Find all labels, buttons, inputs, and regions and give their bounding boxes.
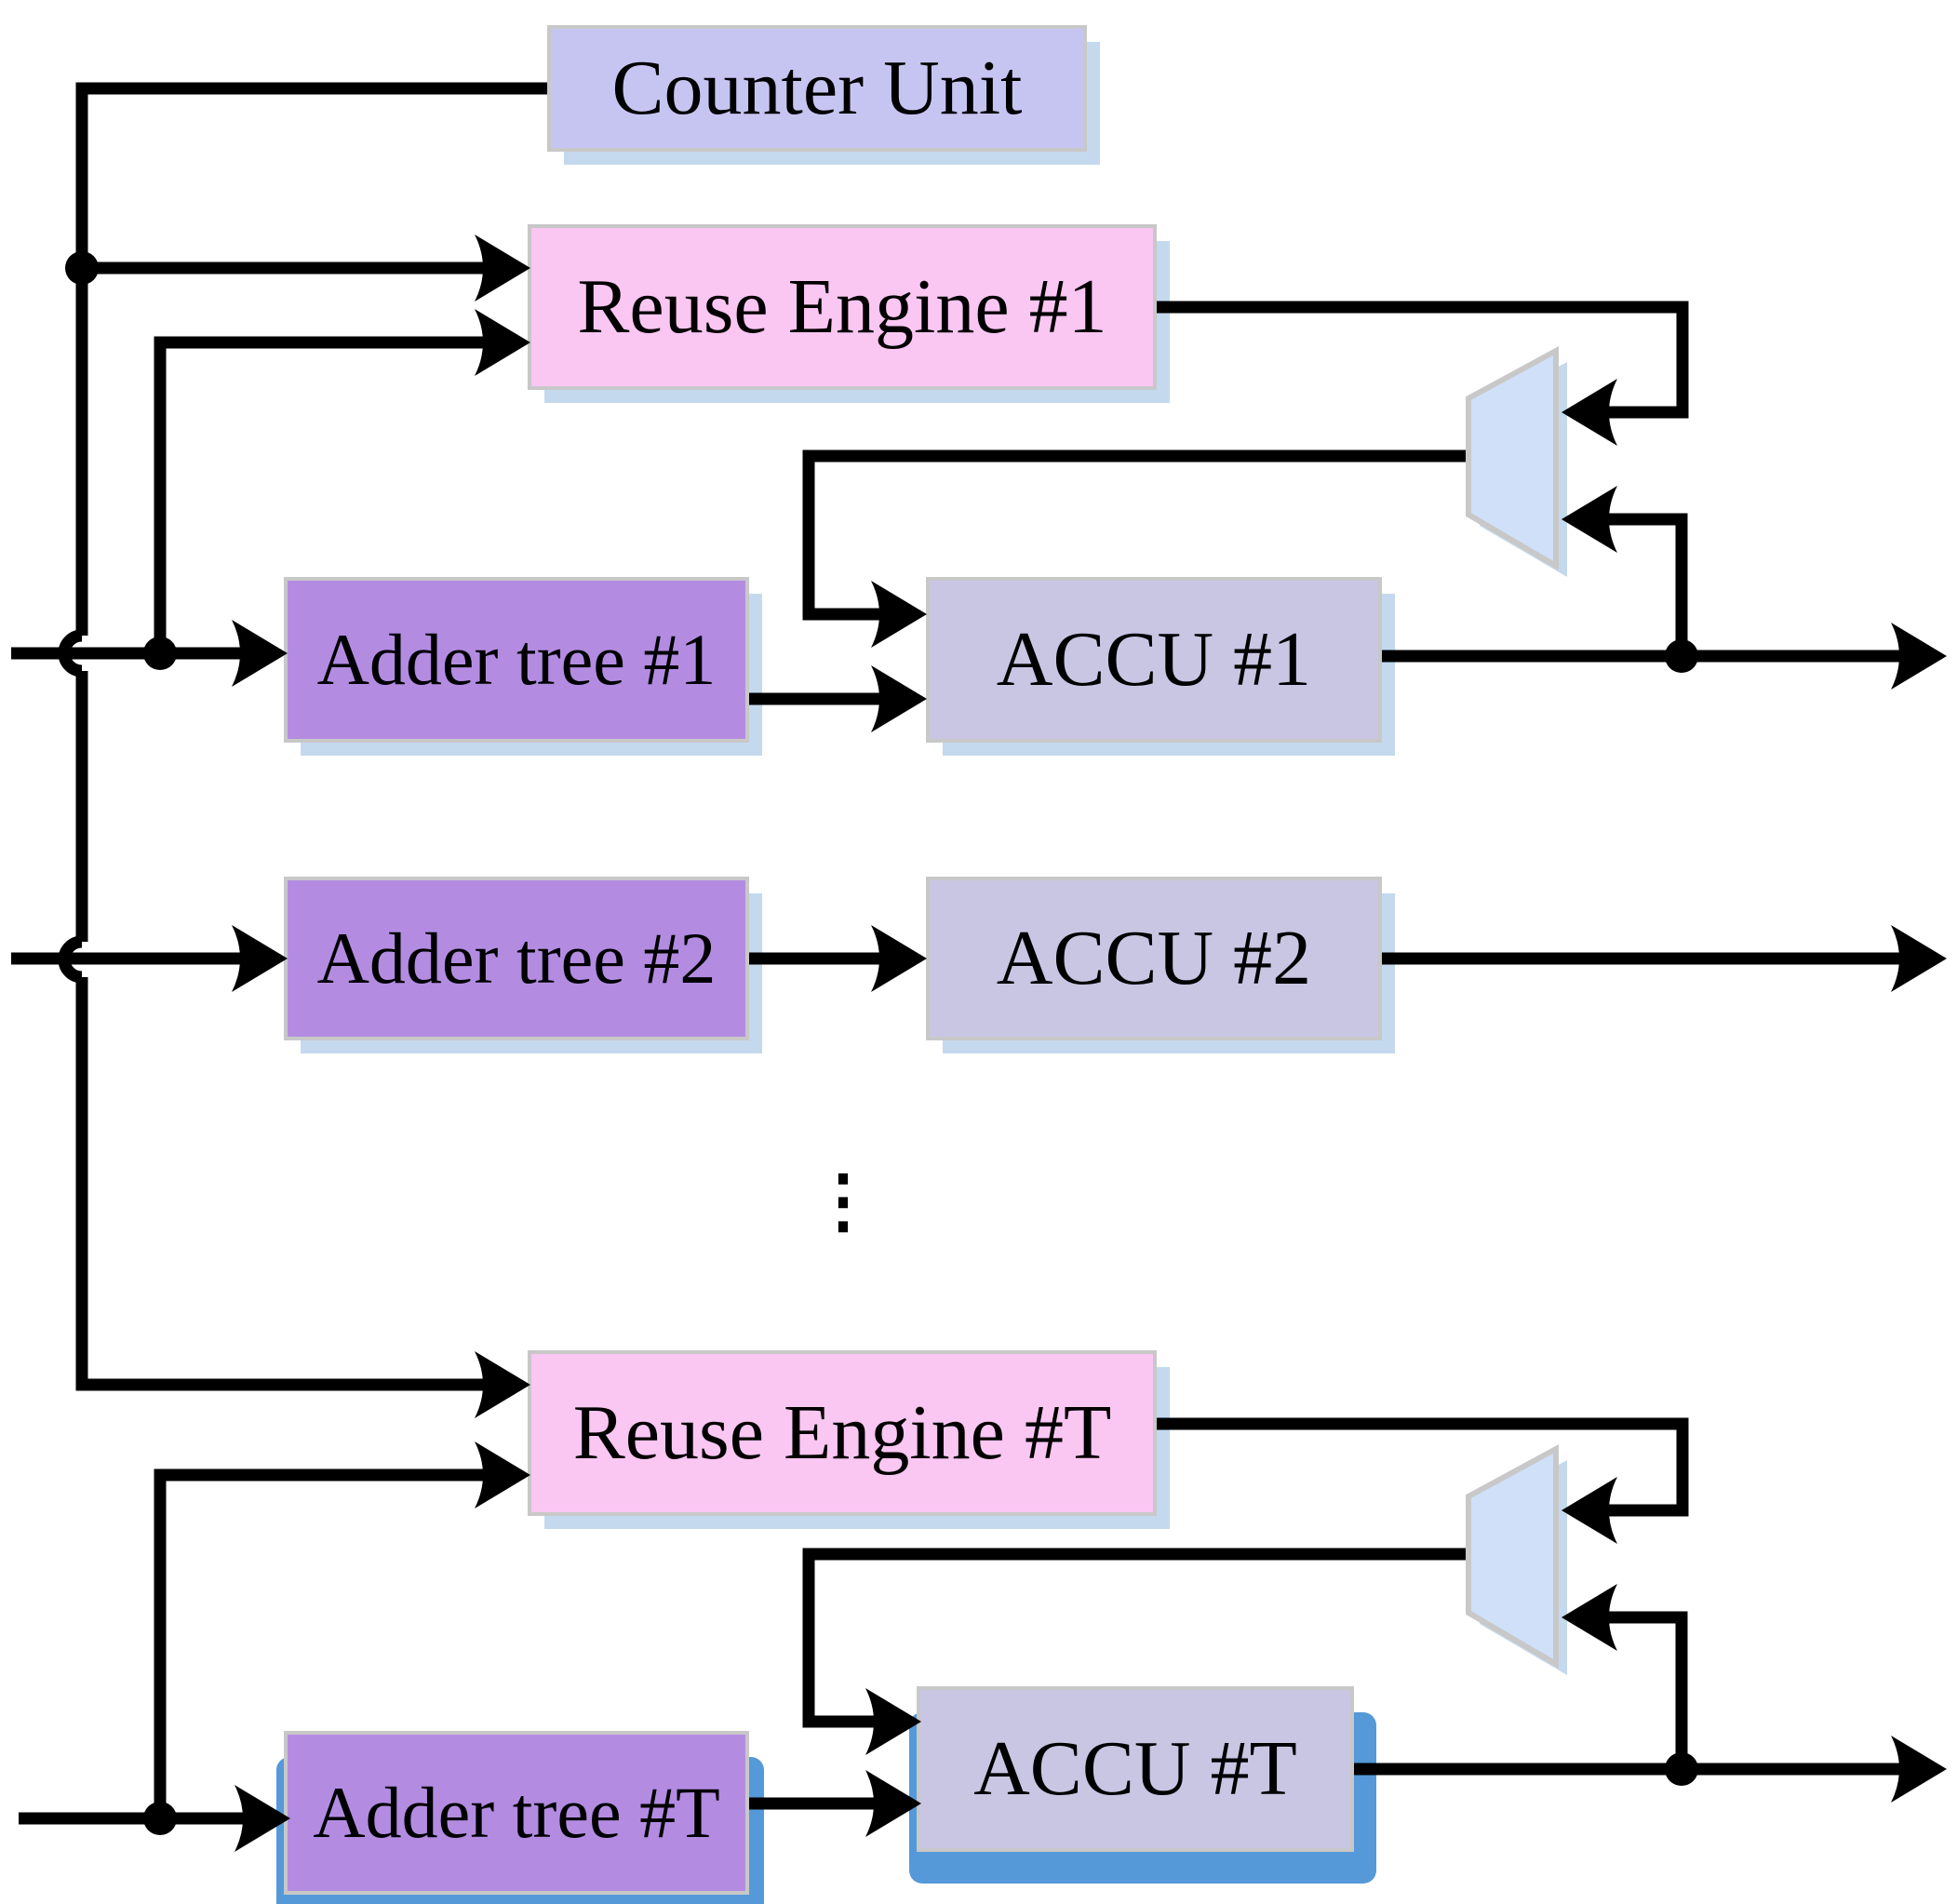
reuse-engine-t-box: Reuse Engine #T [528, 1350, 1157, 1516]
arrowhead-reuse1-lower [475, 309, 530, 376]
wire-reuset-to-muxt [1157, 1417, 1689, 1517]
reuse-engine-1-box: Reuse Engine #1 [528, 224, 1157, 390]
arrowhead-output-1 [1891, 623, 1947, 690]
arrowhead-accu1-main-input [871, 665, 927, 732]
wire-reuse1-to-mux1 [1157, 301, 1689, 419]
reuse-engine-1-label: Reuse Engine #1 [577, 263, 1107, 350]
mux-1 [1466, 345, 1559, 571]
arrowhead-accu2-input [871, 925, 927, 992]
counter-unit-label: Counter Unit [611, 45, 1023, 131]
wire-accut-feedback-to-muxt [1587, 1611, 1688, 1769]
counter-unit-box: Counter Unit [547, 25, 1087, 152]
adder-tree-1-box: Adder tree #1 [284, 577, 749, 743]
arrowhead-reuset-lower [475, 1441, 530, 1508]
arrowhead-mux1-top-input [1562, 379, 1617, 446]
junction-dot-addert-input [143, 1802, 177, 1835]
arrowhead-accu1-top-input [871, 581, 927, 648]
reuse-engine-t-label: Reuse Engine #T [572, 1389, 1112, 1476]
mux-t [1466, 1443, 1559, 1669]
accu-t-box: ACCU #T [917, 1686, 1354, 1852]
mux-t-shadow [1480, 1460, 1567, 1675]
arrowhead-output-t [1891, 1736, 1947, 1803]
accu-2-label: ACCU #2 [996, 915, 1312, 1001]
arrowhead-muxt-bottom-input [1562, 1584, 1617, 1651]
adder-tree-1-label: Adder tree #1 [316, 619, 717, 700]
junction-dot-bus-reuse1 [65, 251, 99, 285]
junction-dot-accu1-output [1665, 639, 1698, 673]
junction-dot-adder1-input [143, 637, 177, 670]
mux-1-shadow [1480, 362, 1567, 577]
arrowhead-mux1-bottom-input [1562, 486, 1617, 553]
arrowhead-muxt-top-input [1562, 1477, 1617, 1544]
bus-hop-arc-row2 [58, 935, 83, 984]
arrowhead-reuset-upper [475, 1351, 530, 1418]
adder-tree-t-box: Adder tree #T [284, 1731, 749, 1895]
wire-accu1-feedback-to-mux1 [1587, 513, 1688, 656]
vertical-ellipsis: ⋮ [808, 1158, 878, 1241]
arrowhead-reuse1-upper [475, 235, 530, 302]
arrowhead-output-2 [1891, 925, 1947, 992]
adder-tree-2-label: Adder tree #2 [316, 918, 717, 999]
accu-1-label: ACCU #1 [996, 616, 1312, 703]
junction-dot-accut-output [1665, 1752, 1698, 1786]
adder-tree-2-box: Adder tree #2 [284, 877, 749, 1040]
arrowhead-adder1-input [232, 620, 288, 687]
arrowhead-adder2-input [232, 925, 288, 992]
accu-t-label: ACCU #T [973, 1725, 1297, 1812]
accu-1-box: ACCU #1 [926, 577, 1382, 743]
accu-2-box: ACCU #2 [926, 877, 1382, 1040]
adder-tree-t-label: Adder tree #T [313, 1772, 720, 1853]
bus-hop-arc-row1 [58, 629, 83, 677]
